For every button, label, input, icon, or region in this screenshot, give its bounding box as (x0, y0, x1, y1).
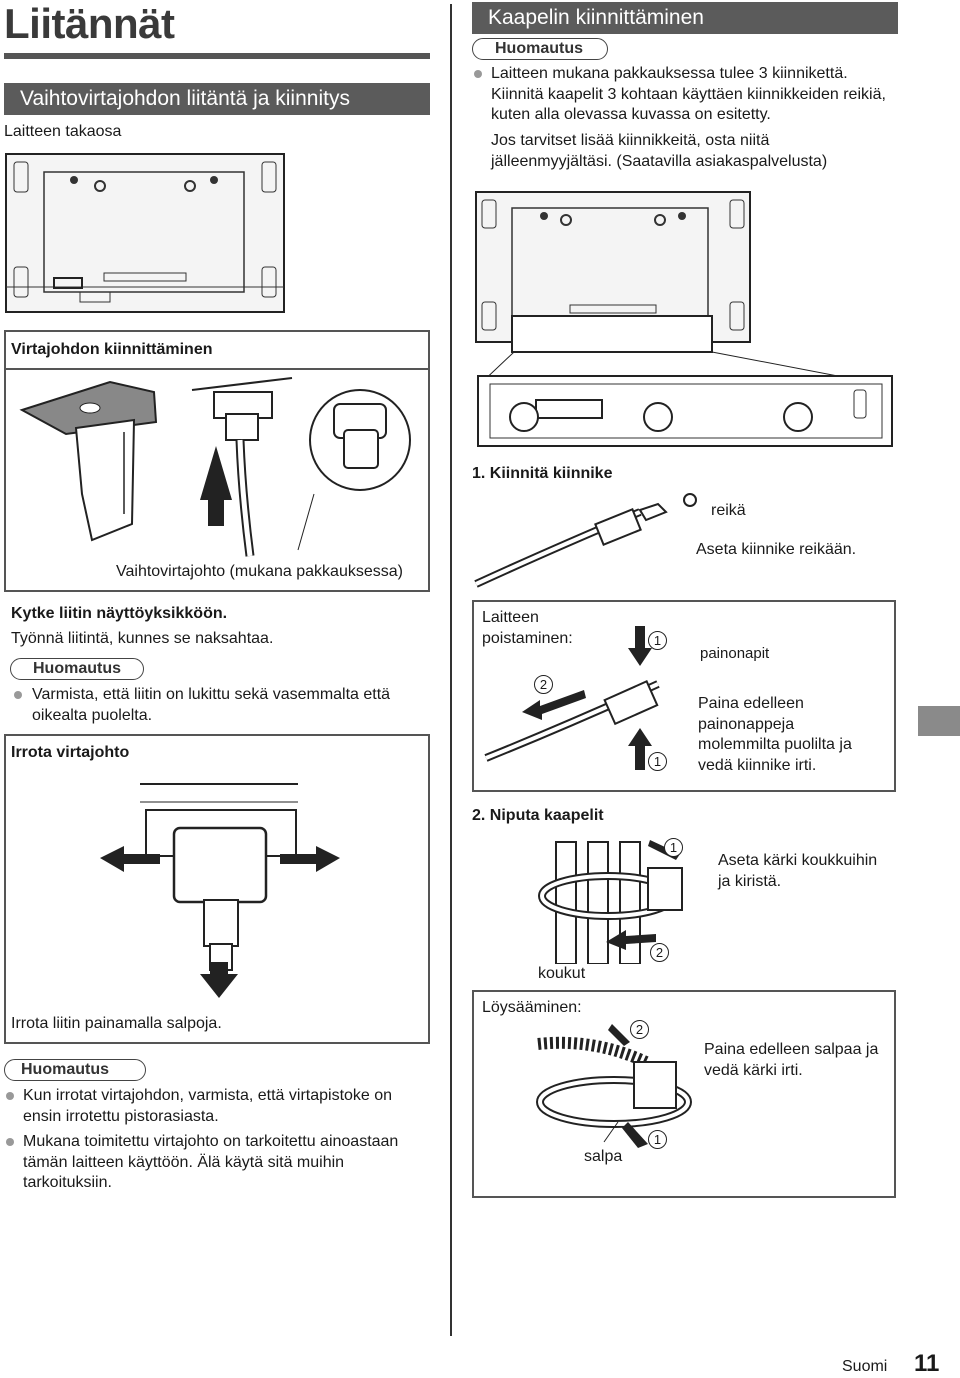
remove-caption: Irrota liitin painamalla salpoja. (11, 1015, 222, 1032)
tie-removal-illustration (484, 626, 660, 770)
removal-text: Paina edelleen painonappeja molemmilta p… (698, 695, 852, 774)
rear-panel-illustration (5, 153, 285, 313)
section-title-ac-cord: Vaihtovirtajohdon liitäntä ja kiinnitys (4, 83, 430, 115)
title-rule (4, 53, 430, 59)
note-badge: Huomautus (10, 658, 144, 680)
hooks-label: koukut (538, 965, 586, 982)
bullet-icon (6, 1092, 14, 1100)
loosen-step-1: 1 (648, 1130, 667, 1149)
removal-label-2: poistaminen: (482, 630, 573, 647)
step1-title: 1. Kiinnitä kiinnike (472, 465, 613, 482)
bullet-icon (14, 691, 22, 699)
connect-text: Työnnä liitintä, kunnes se naksahtaa. (11, 630, 274, 647)
bullet-icon (474, 70, 482, 78)
removal-box (472, 600, 896, 792)
right-note-item-1-text: Laitteen mukana pakkauksessa tulee 3 kii… (491, 65, 886, 123)
note-item: Varmista, että liitin on lukittu sekä va… (14, 685, 424, 726)
bundle-step-2: 2 (650, 943, 669, 962)
remove-connector-illustration (100, 783, 340, 998)
cable-label: Vaihtovirtajohto (mukana pakkauksessa) (116, 563, 403, 580)
bundle-illustration (538, 840, 683, 964)
note-item-text: Varmista, että liitin on lukittu sekä va… (32, 686, 391, 724)
remove-cord-box (4, 734, 430, 1044)
connect-instruction: Kytke liitin näyttöyksikköön. (11, 605, 228, 622)
tie-caption: Aseta kärki koukkuihin ja kiristä. (718, 852, 878, 890)
note2-item-1-text: Kun irrotat virtajohdon, varmista, että … (23, 1087, 393, 1125)
remove-cord-title: Irrota virtajohto (11, 744, 130, 761)
latch-label: salpa (584, 1148, 623, 1165)
step-number-2: 2 (534, 675, 553, 694)
note-badge-label: Huomautus (33, 660, 121, 677)
page-title: Liitännät (4, 0, 175, 47)
note2-item-1: Kun irrotat virtajohdon, varmista, että … (6, 1086, 430, 1127)
right-note-item-1: Laitteen mukana pakkauksessa tulee 3 kii… (474, 64, 894, 126)
note2-item-2: Mukana toimitettu virtajohto on tarkoite… (6, 1132, 430, 1194)
right-note-badge-label: Huomautus (495, 40, 583, 57)
power-cord-box-title: Virtajohdon kiinnittäminen (11, 341, 213, 358)
note2-badge-label: Huomautus (21, 1061, 109, 1078)
insert-caption: Aseta kiinnike reikään. (696, 541, 857, 558)
bullet-icon (6, 1138, 14, 1146)
right-note-badge: Huomautus (472, 38, 608, 60)
side-tab (918, 706, 960, 736)
step2-title: 2. Niputa kaapelit (472, 807, 604, 824)
step-number-1-top: 1 (648, 631, 667, 650)
note2-badge: Huomautus (4, 1059, 146, 1081)
loosen-text: Paina edelleen salpaa ja vedä kärki irti… (704, 1041, 879, 1079)
loosen-step-2: 2 (630, 1020, 649, 1039)
column-divider (450, 4, 452, 1336)
connector-illustration (19, 377, 411, 557)
removal-label-1: Laitteen (482, 609, 539, 626)
right-note-item-2: Jos tarvitset lisää kiinnikkeitä, osta n… (474, 131, 894, 172)
section-title-cable: Kaapelin kiinnittäminen (472, 2, 898, 34)
hole-label: reikä (711, 502, 746, 519)
loosen-illustration (536, 1024, 692, 1148)
rear-label: Laitteen takaosa (4, 123, 122, 140)
bundle-step-1: 1 (664, 838, 683, 857)
right-note-item-2-text: Jos tarvitset lisää kiinnikkeitä, osta n… (491, 132, 828, 170)
rear-panel-right-illustration (475, 191, 893, 447)
tie-insert-illustration (474, 493, 697, 588)
loosen-label: Löysääminen: (482, 999, 582, 1016)
power-box-rule (4, 368, 430, 370)
step-number-1-bottom: 1 (648, 752, 667, 771)
power-cord-box (4, 330, 430, 592)
loosen-box (472, 990, 896, 1198)
page-number: 11 (914, 1350, 940, 1377)
footer-language: Suomi (842, 1358, 888, 1375)
note2-item-2-text: Mukana toimitettu virtajohto on tarkoite… (23, 1133, 399, 1191)
buttons-label: painonapit (700, 645, 770, 662)
